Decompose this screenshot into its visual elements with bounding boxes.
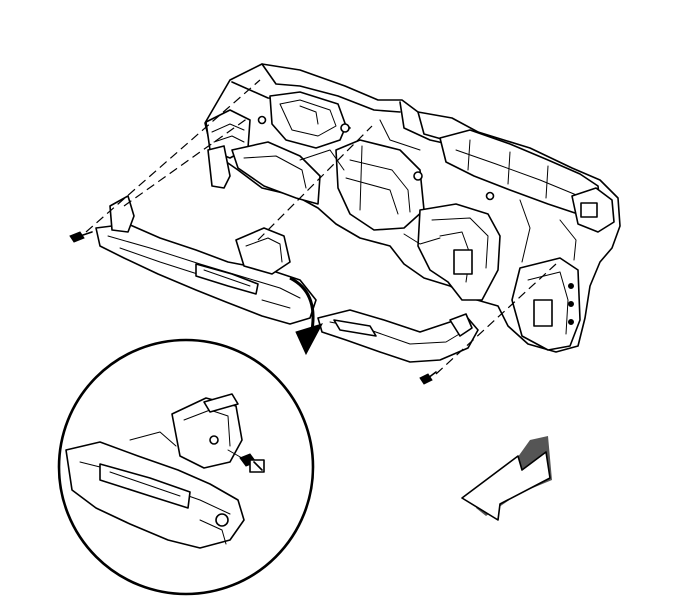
direction-arrow-icon <box>461 436 552 521</box>
bolt-right <box>419 371 437 385</box>
bolt-left <box>69 231 93 243</box>
knee-bolster-duct <box>95 195 479 363</box>
callout-arrow-icon <box>289 276 324 356</box>
magnify-detail-icon <box>57 338 315 596</box>
alignment-lines <box>85 79 557 375</box>
instrument-panel-carrier <box>204 63 621 353</box>
